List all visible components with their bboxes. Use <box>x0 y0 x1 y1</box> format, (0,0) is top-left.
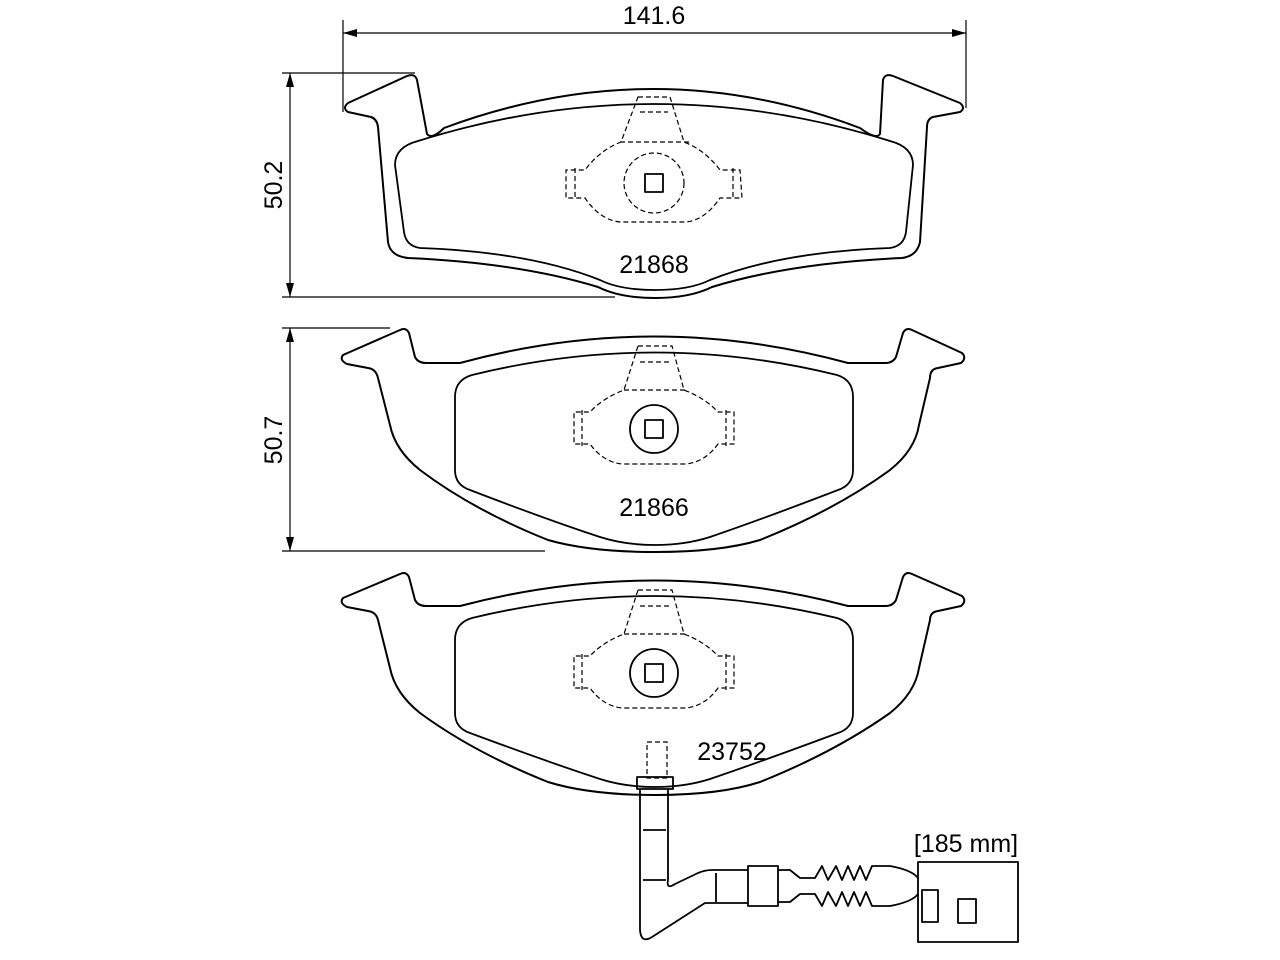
height-dimension-middle: 50.7 <box>260 327 545 552</box>
part-number-label: 21868 <box>619 251 689 279</box>
brake-pad-bottom: 23752 [185 mm] <box>340 572 1019 943</box>
width-dimension-label: 141.6 <box>623 2 686 30</box>
friction-material-outline <box>394 103 914 291</box>
brake-pad-top: 21868 <box>344 74 964 299</box>
height-top-label: 50.2 <box>260 161 288 210</box>
part-number-label: 21866 <box>619 494 689 522</box>
height-dimension-top: 50.2 <box>260 72 615 298</box>
cable-length-label: [185 mm] <box>914 830 1018 858</box>
friction-material-outline <box>454 595 854 788</box>
wear-sensor: [185 mm] <box>636 741 1019 943</box>
backing-plate-outline <box>344 74 964 299</box>
backing-plate-outline <box>340 572 966 796</box>
friction-material-outline <box>454 351 854 546</box>
brake-pad-middle: 21866 <box>340 328 966 553</box>
backing-plate-outline <box>340 328 966 553</box>
width-dimension: 141.6 <box>342 2 967 112</box>
part-number-label: 23752 <box>697 738 767 766</box>
height-middle-label: 50.7 <box>260 416 288 465</box>
connector-housing <box>917 861 1019 943</box>
